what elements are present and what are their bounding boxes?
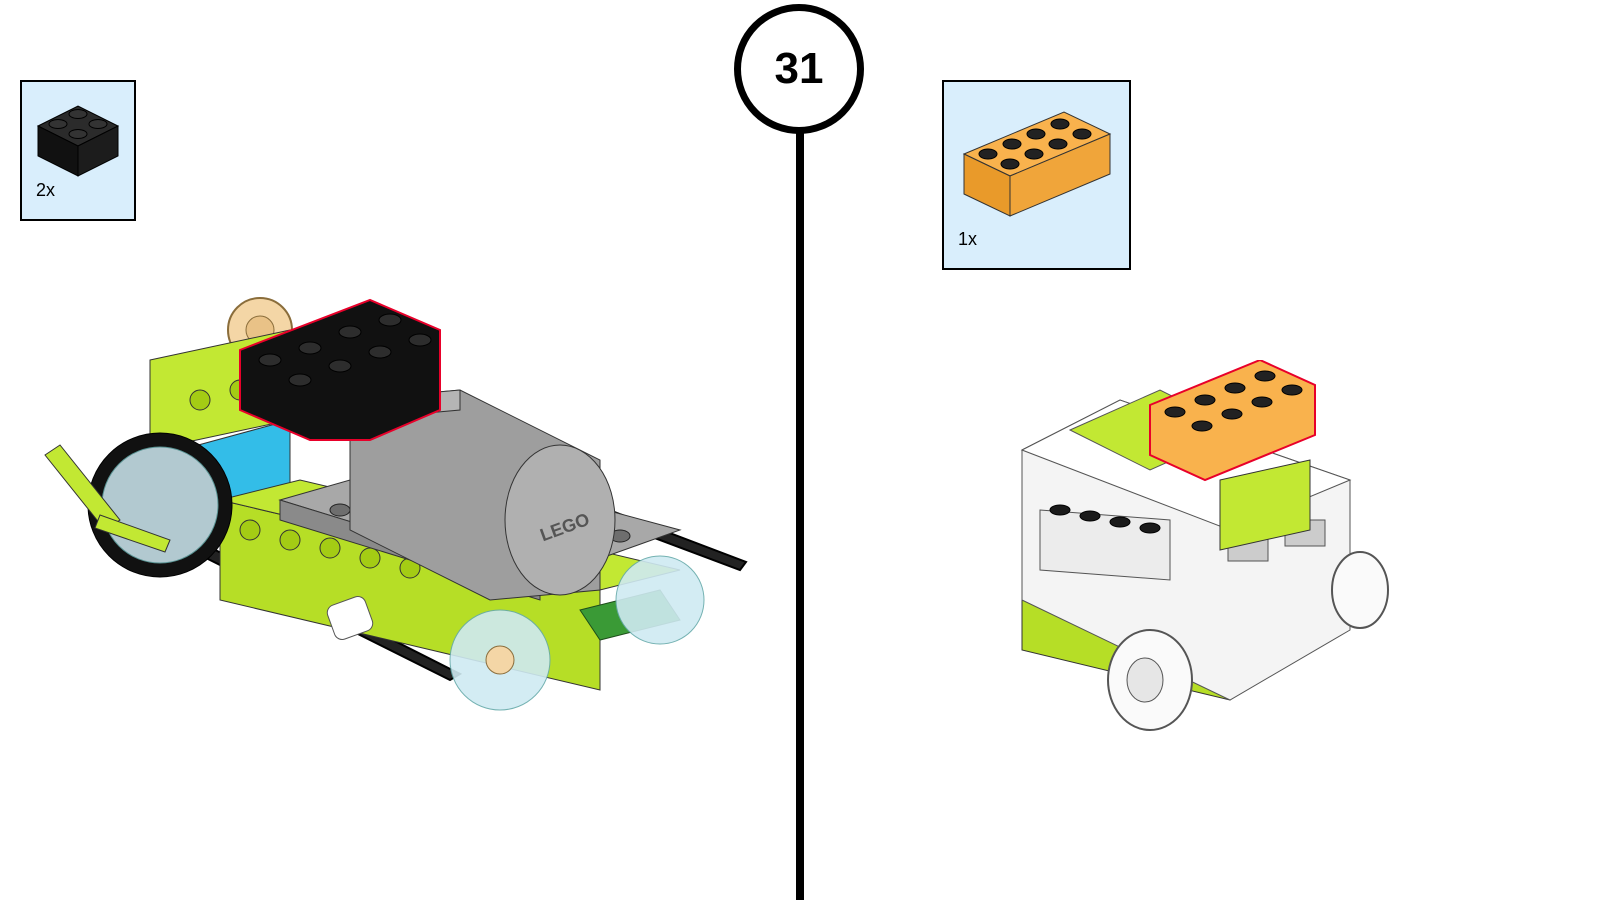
black-brick-2x2-icon (36, 105, 120, 177)
right-model-illustration (1020, 360, 1389, 731)
parts-callout-left: 2x (20, 80, 136, 221)
parts-callout-right: 1x (942, 80, 1131, 270)
part-quantity: 1x (958, 229, 978, 249)
new-orange-brick (1149, 360, 1316, 482)
part-quantity: 2x (36, 180, 56, 200)
left-model-illustration: LEGO (44, 297, 748, 711)
step-number: 31 (734, 4, 864, 134)
orange-brick-2x4-icon (962, 111, 1112, 217)
white-wheels-illustration (1107, 551, 1389, 731)
step-divider-line (796, 130, 804, 900)
